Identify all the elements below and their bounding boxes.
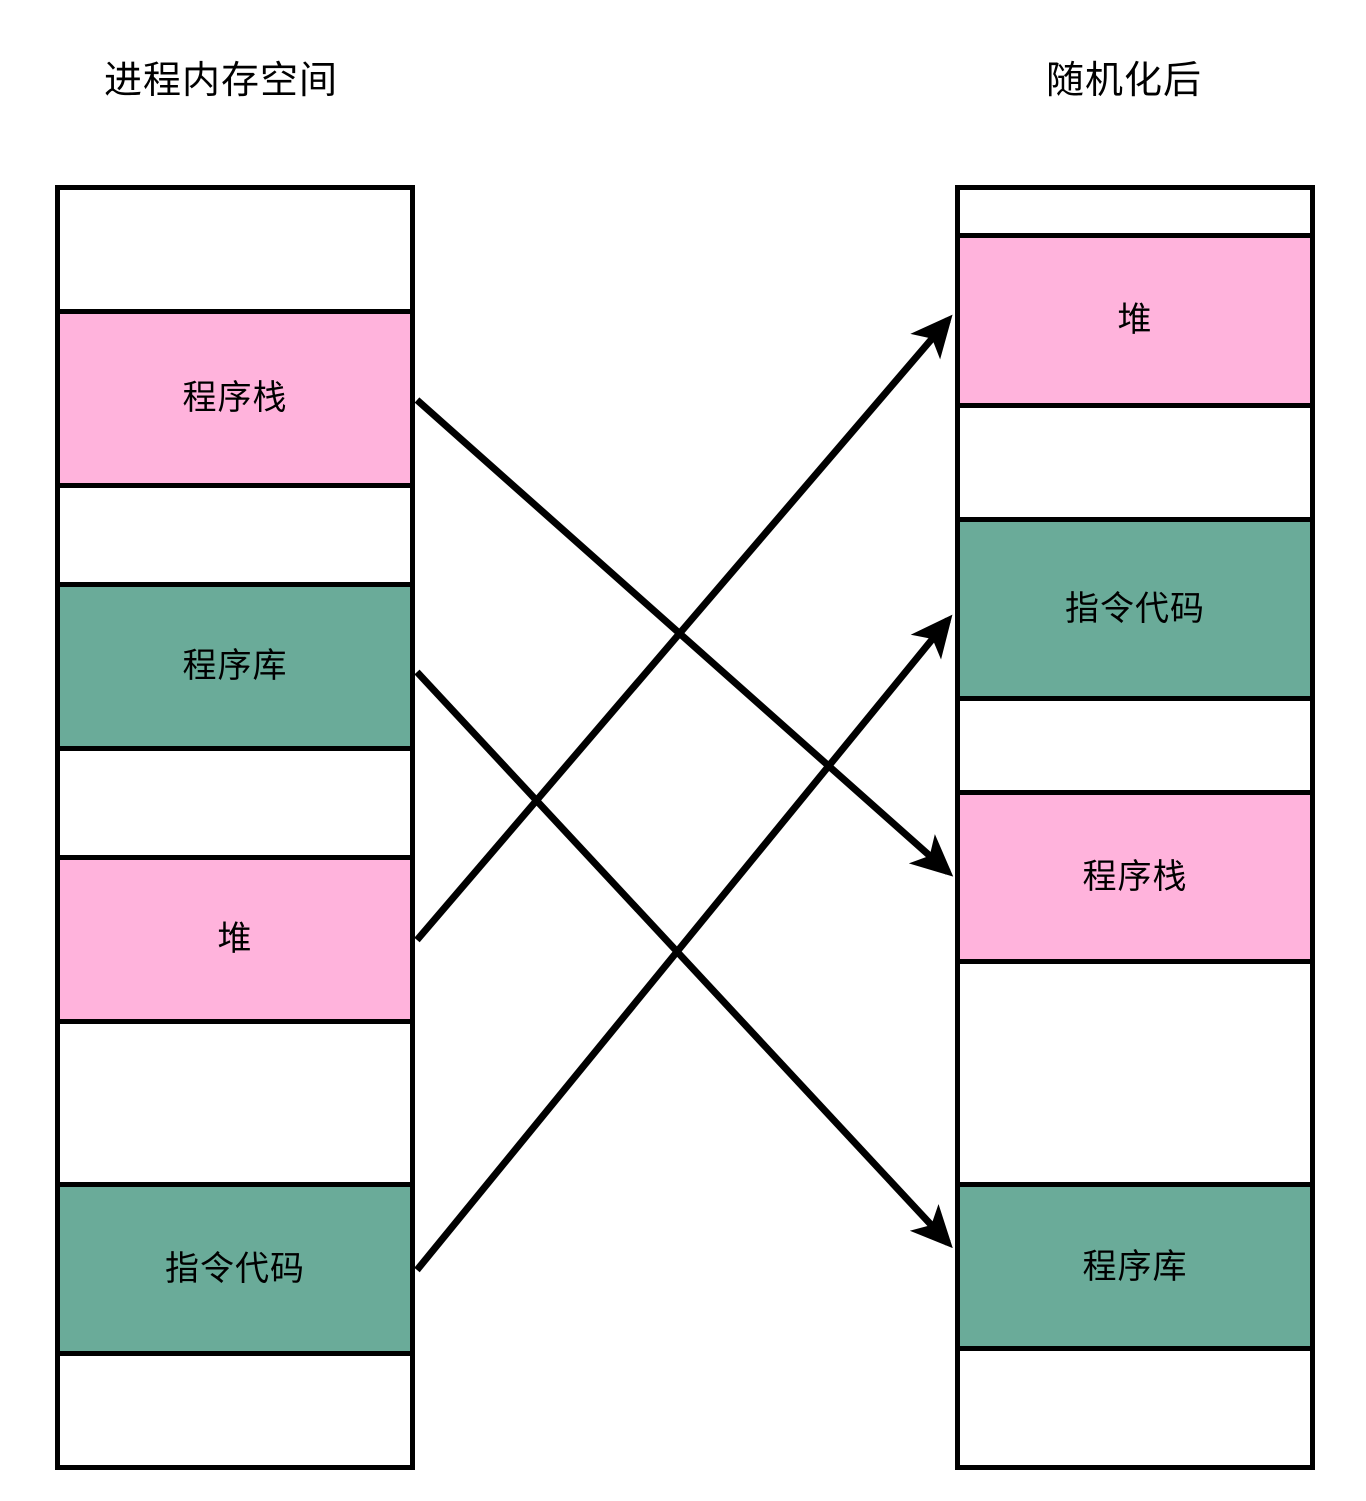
- memory-segment-label: 程序库: [182, 647, 288, 686]
- memory-segment-randomized-7: 程序库: [960, 1182, 1310, 1351]
- mapping-arrow-3: [414, 614, 953, 1273]
- memory-column-original: 程序栈程序库堆指令代码: [55, 185, 415, 1470]
- memory-segment-label: 程序栈: [182, 379, 288, 418]
- right-column-title: 随机化后: [1046, 60, 1203, 102]
- memory-segment-label: 指令代码: [165, 1250, 305, 1289]
- memory-segment-original-5: 堆: [60, 854, 410, 1024]
- memory-gap-original-0: [60, 190, 410, 310]
- memory-segment-label: 堆: [1117, 301, 1153, 340]
- memory-column-randomized: 堆指令代码程序栈程序库: [955, 185, 1315, 1470]
- memory-segment-randomized-3: 指令代码: [960, 517, 1310, 702]
- memory-gap-randomized-2: [960, 408, 1310, 518]
- memory-gap-randomized-6: [960, 963, 1310, 1183]
- memory-segment-original-3: 程序库: [60, 581, 410, 751]
- memory-gap-original-2: [60, 487, 410, 582]
- left-column-title: 进程内存空间: [104, 60, 339, 102]
- memory-gap-original-8: [60, 1355, 410, 1465]
- memory-segment-original-1: 程序栈: [60, 309, 410, 488]
- memory-gap-original-4: [60, 750, 410, 855]
- mapping-arrow-2: [414, 314, 953, 943]
- mapping-arrow-1: [414, 669, 953, 1249]
- memory-gap-randomized-8: [960, 1350, 1310, 1465]
- memory-segment-label: 指令代码: [1065, 590, 1205, 629]
- mapping-arrow-0: [414, 397, 954, 877]
- memory-segment-original-7: 指令代码: [60, 1182, 410, 1356]
- memory-segment-randomized-1: 堆: [960, 232, 1310, 409]
- memory-segment-randomized-5: 程序栈: [960, 790, 1310, 964]
- memory-segment-label: 堆: [217, 920, 253, 959]
- memory-gap-randomized-0: [960, 190, 1310, 233]
- memory-gap-original-6: [60, 1023, 410, 1183]
- memory-gap-randomized-4: [960, 701, 1310, 791]
- memory-segment-label: 程序栈: [1082, 858, 1188, 897]
- memory-segment-label: 程序库: [1082, 1247, 1188, 1286]
